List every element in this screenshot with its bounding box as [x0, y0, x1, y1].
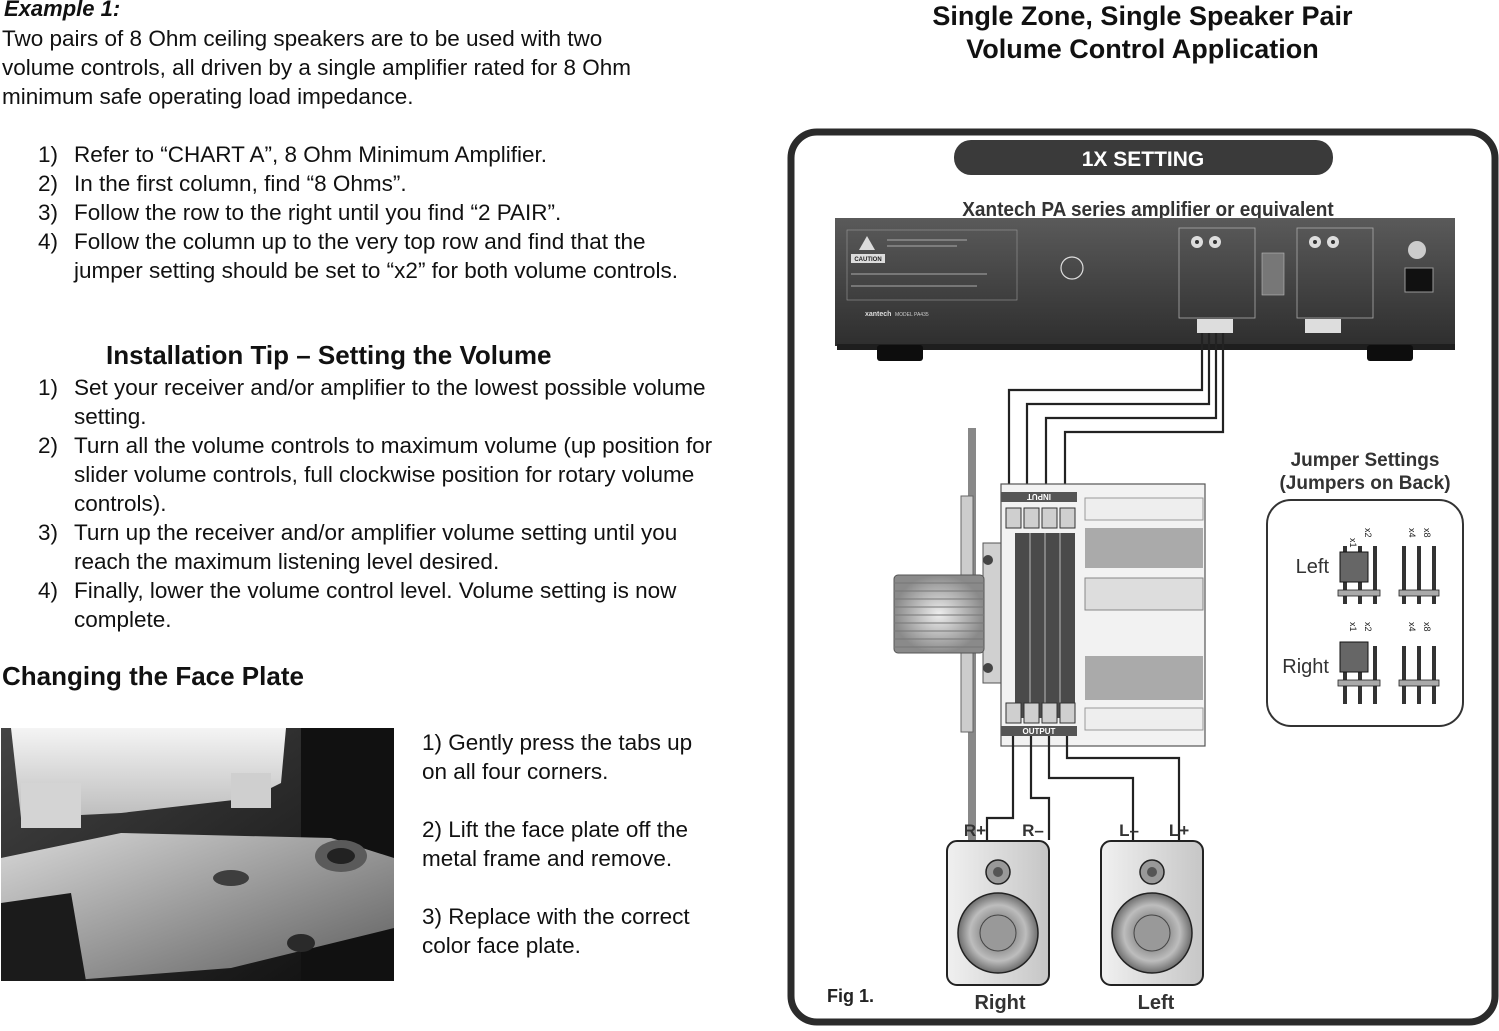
volume-control: INPUT OUTPUT — [893, 428, 1206, 918]
faceplate-step: 3) Replace with the correct color face p… — [422, 904, 690, 958]
setting-badge-label: 1X SETTING — [1082, 148, 1205, 171]
example-step: 2)In the first column, find “8 Ohms”. — [38, 171, 407, 196]
jumper-mark: x8 — [1422, 622, 1432, 632]
wiring-diagram: 1X SETTING Xantech PA series amplifier o… — [787, 128, 1499, 1026]
example-step: 1)Refer to “CHART A”, 8 Ohm Minimum Ampl… — [38, 142, 548, 167]
tip-step: 2)Turn all the volume controls to maximu… — [38, 433, 713, 516]
amp-brand: xantech — [865, 311, 891, 318]
tip-step: 1)Set your receiver and/or amplifier to … — [38, 375, 706, 429]
amp-caption: Xantech PA series amplifier or equivalen… — [962, 199, 1334, 222]
input-wires — [1007, 333, 1225, 500]
tip-step: 3)Turn up the receiver and/or amplifier … — [38, 520, 678, 574]
speaker-left-label: Left — [1138, 992, 1175, 1014]
tip-steps: 1)Set your receiver and/or amplifier to … — [0, 373, 714, 634]
amplifier: CAUTION xantech MODEL PA435 — [835, 218, 1455, 361]
jumper-mark: x1 — [1348, 538, 1358, 548]
diagram-title: Single Zone, Single Speaker Pair Volume … — [800, 0, 1485, 66]
jumper-block-right: x1 x2 x4 x8 — [1337, 622, 1440, 704]
faceplate-photo — [1, 728, 394, 981]
tip-step: 4)Finally, lower the volume control leve… — [38, 578, 677, 632]
jumper-mark: x4 — [1407, 528, 1417, 538]
terminal-label: L+ — [1169, 821, 1189, 840]
setting-badge: 1X SETTING — [954, 140, 1333, 175]
intro-line: Two pairs of 8 Ohm ceiling speakers are … — [2, 26, 603, 51]
faceplate-step: 2) Lift the face plate off the metal fra… — [422, 817, 689, 871]
faceplate-steps: 1) Gently press the tabs up on all four … — [422, 728, 722, 989]
speaker-right-label: Right — [974, 992, 1025, 1014]
diagram-title-line: Single Zone, Single Speaker Pair — [932, 1, 1353, 31]
jumper-subtitle: (Jumpers on Back) — [1279, 473, 1450, 494]
terminal-label: R+ — [964, 821, 986, 840]
jumper-title: Jumper Settings — [1291, 450, 1440, 471]
intro-line: minimum safe operating load impedance. — [2, 84, 414, 109]
tip-heading: Installation Tip – Setting the Volume — [106, 340, 552, 370]
output-label: OUTPUT — [1023, 727, 1056, 736]
amp-model: MODEL PA435 — [895, 312, 929, 318]
jumper-right-label: Right — [1282, 656, 1329, 678]
fig-label: Fig 1. — [827, 986, 874, 1006]
terminal-label: R– — [1022, 821, 1044, 840]
faceplate-step: 1) Gently press the tabs up on all four … — [422, 730, 693, 784]
example-steps: 1)Refer to “CHART A”, 8 Ohm Minimum Ampl… — [0, 140, 714, 285]
amp-caution-label: CAUTION — [854, 257, 881, 263]
example-title: Example 1: — [4, 0, 121, 21]
intro-line: volume controls, all driven by a single … — [2, 55, 632, 80]
jumper-block-left: x1 x2 x4 x8 — [1337, 528, 1440, 604]
output-wires — [985, 736, 1181, 840]
jumper-mark: x2 — [1363, 622, 1373, 632]
faceplate-heading: Changing the Face Plate — [2, 661, 304, 691]
diagram-title-line: Volume Control Application — [966, 34, 1319, 64]
example-step: 4)Follow the column up to the very top r… — [38, 229, 679, 283]
example-intro: Two pairs of 8 Ohm ceiling speakers are … — [2, 24, 722, 111]
jumper-mark: x4 — [1407, 622, 1417, 632]
jumper-mark: x2 — [1363, 528, 1373, 538]
speaker-right — [946, 840, 1050, 986]
jumper-mark: x1 — [1348, 622, 1358, 632]
example-step: 3)Follow the row to the right until you … — [38, 200, 562, 225]
jumper-left-label: Left — [1296, 556, 1330, 578]
terminal-label: L– — [1119, 821, 1139, 840]
speaker-left — [1100, 840, 1204, 986]
input-label: INPUT — [1027, 492, 1051, 501]
jumper-mark: x8 — [1422, 528, 1432, 538]
jumper-panel: Left Right x1 x2 x4 x8 — [1266, 499, 1464, 727]
